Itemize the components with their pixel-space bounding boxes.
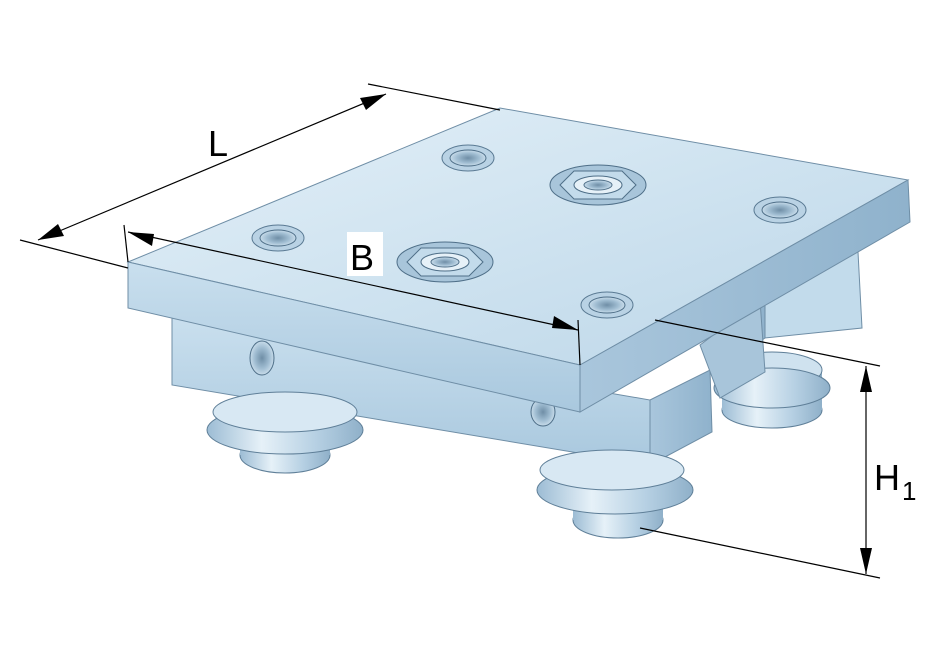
hex-nut-front xyxy=(396,241,494,283)
side-hole-left xyxy=(249,340,275,376)
label-L: L xyxy=(208,123,228,164)
label-B-background xyxy=(347,232,383,276)
dimension-L xyxy=(19,83,501,269)
dimension-B xyxy=(123,224,581,366)
label-H: H xyxy=(874,457,900,498)
roller-front-left xyxy=(206,391,364,474)
mounting-hole-1 xyxy=(441,144,495,172)
roller-front-right xyxy=(536,449,694,539)
dimension-H1 xyxy=(639,319,881,579)
mounting-hole-3 xyxy=(753,196,807,224)
hex-nut-back xyxy=(549,164,647,206)
label-B: B xyxy=(350,237,374,278)
mounting-hole-2 xyxy=(251,224,305,252)
mounting-hole-4 xyxy=(580,291,634,319)
label-H-subscript: 1 xyxy=(902,476,916,506)
top-plate xyxy=(126,107,911,413)
